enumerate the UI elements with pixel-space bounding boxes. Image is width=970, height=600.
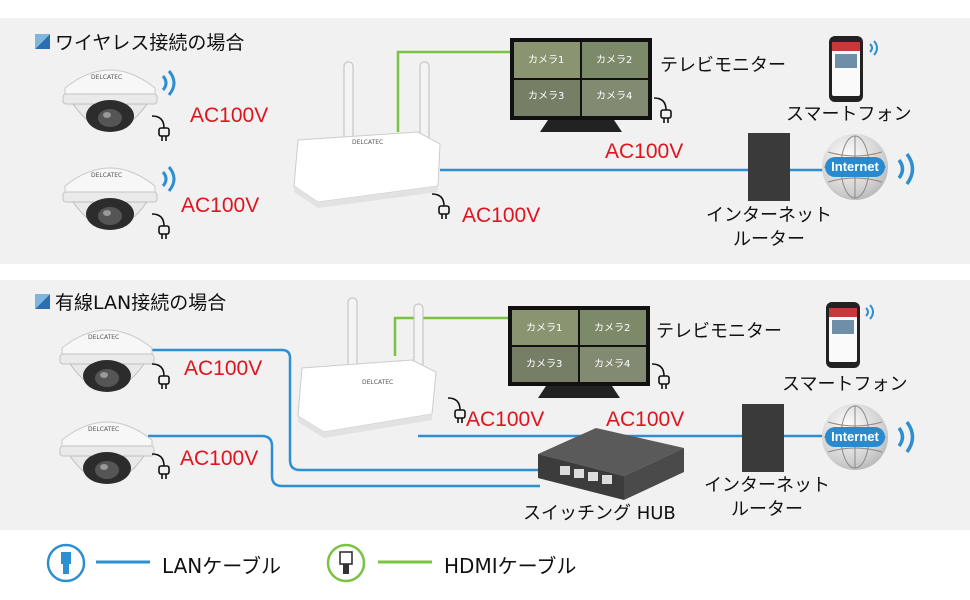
power-plug-icon [447, 397, 466, 423]
wired-heading-text: 有線LAN接続の場合 [55, 292, 227, 314]
power-plug-icon [151, 453, 170, 479]
smartphone-label: スマートフォン [786, 104, 912, 125]
internet-globe-icon: Internet [822, 404, 888, 470]
tv-monitor [508, 306, 650, 398]
hdmi-cable-icon [326, 543, 366, 583]
wireless-signal-icon [161, 166, 176, 192]
nvr-brand-label: DELCATEC [362, 379, 394, 386]
wired-section [0, 280, 970, 530]
tv-tile-label: カメラ3 [526, 359, 563, 370]
camera-brand-label: DELCATEC [91, 172, 123, 179]
tv-monitor [510, 38, 652, 132]
power-plug-icon [651, 363, 670, 389]
router-label-line2: ルーター [733, 229, 805, 250]
tv-tile-label: カメラ1 [528, 55, 565, 66]
smartphone-icon [829, 36, 863, 102]
internet-label: Internet [825, 157, 885, 177]
dome-camera-icon: DELCATEC [55, 156, 165, 244]
power-label: AC100V [605, 140, 684, 163]
internet-router-icon [748, 133, 790, 201]
wireless-signal-icon [161, 70, 176, 96]
tv-tile-label: カメラ4 [594, 359, 631, 370]
power-label: AC100V [184, 357, 263, 380]
power-plug-icon [151, 363, 170, 389]
power-label: AC100V [462, 204, 541, 227]
power-plug-icon [151, 213, 170, 239]
switching-hub-label: スイッチング HUB [523, 503, 676, 524]
dome-camera-icon: DELCATEC [52, 410, 162, 498]
camera-brand-label: DELCATEC [91, 74, 123, 81]
tv-label: テレビモニター [660, 55, 786, 76]
tv-label: テレビモニター [656, 321, 782, 342]
wireless-signal-icon [897, 420, 915, 454]
tv-tile-label: カメラ3 [528, 91, 565, 102]
hdmi-cable-wireless [396, 50, 510, 132]
internet-globe-icon: Internet [822, 134, 888, 200]
router-label-line2: ルーター [731, 499, 803, 520]
lan-cable-icon [46, 543, 86, 583]
wireless-heading: ワイヤレス接続の場合 [35, 28, 244, 55]
switching-hub-icon [538, 428, 684, 500]
power-plug-icon [151, 115, 170, 141]
smartphone-icon [826, 302, 860, 368]
power-label: AC100V [181, 194, 260, 217]
router-label-line1: インターネット [704, 475, 830, 496]
wireless-signal-icon [865, 304, 874, 320]
legend-hdmi-label: HDMIケーブル [444, 554, 577, 578]
dome-camera-icon: DELCATEC [55, 58, 165, 146]
internet-label: Internet [825, 427, 885, 447]
heading-marker-icon [35, 294, 50, 309]
camera-brand-label: DELCATEC [88, 426, 120, 433]
lan-cable-cam1-hub [148, 348, 540, 472]
camera-brand-label: DELCATEC [88, 334, 120, 341]
internet-router-icon [742, 404, 784, 472]
hdmi-cable-wired [393, 316, 508, 356]
wired-heading: 有線LAN接続の場合 [35, 288, 226, 315]
power-label: AC100V [180, 447, 259, 470]
tv-tile-label: カメラ2 [594, 323, 631, 334]
dome-camera-icon: DELCATEC [52, 318, 162, 406]
tv-tile-label: カメラ2 [596, 55, 633, 66]
power-label: AC100V [190, 104, 269, 127]
wireless-heading-text: ワイヤレス接続の場合 [55, 32, 245, 54]
power-label: AC100V [466, 408, 545, 431]
legend-lan-label: LANケーブル [162, 554, 282, 578]
smartphone-label: スマートフォン [782, 374, 908, 395]
heading-marker-icon [35, 34, 50, 49]
power-plug-icon [431, 193, 450, 219]
lan-cable-cam2-hub [148, 434, 540, 488]
power-plug-icon [653, 97, 672, 123]
wired-nvr-recorder [297, 297, 437, 438]
tv-tile-label: カメラ1 [526, 323, 563, 334]
wireless-signal-icon [869, 40, 878, 56]
nvr-brand-label: DELCATEC [352, 139, 384, 146]
wireless-nvr-recorder [293, 61, 441, 208]
wireless-signal-icon [897, 152, 915, 186]
power-label: AC100V [606, 408, 685, 431]
tv-tile-label: カメラ4 [596, 91, 633, 102]
router-label-line1: インターネット [706, 205, 832, 226]
